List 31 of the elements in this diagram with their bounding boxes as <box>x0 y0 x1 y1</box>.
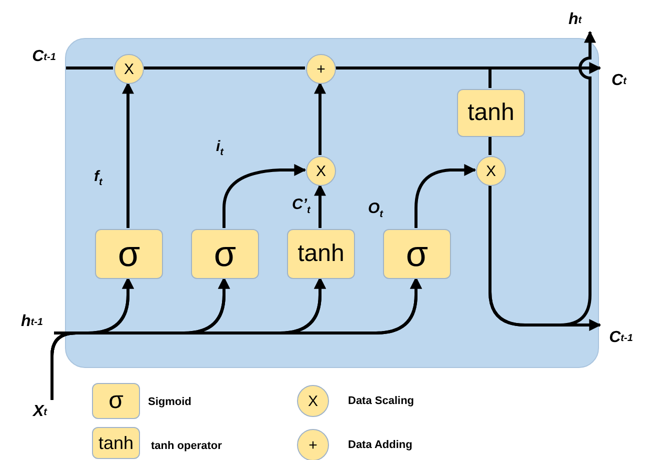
operator-circle: X <box>114 54 144 84</box>
edge-label: O$_{t}$ <box>366 200 386 220</box>
arrow <box>122 82 134 228</box>
connector-line <box>488 136 492 155</box>
operator-circle: X <box>306 156 336 186</box>
arrow <box>222 164 306 228</box>
activation-box: σ <box>95 229 163 279</box>
arrow <box>414 164 476 228</box>
operator-circle: + <box>306 54 336 84</box>
legend-text: Sigmoid <box>148 396 192 408</box>
connector-line <box>66 66 113 70</box>
arrow <box>314 82 326 155</box>
legend-text: tanh operator <box>151 440 222 452</box>
edge-label: C’$_{t}$ <box>290 196 312 216</box>
activation-box: σ <box>191 229 259 279</box>
connector-line <box>335 66 492 88</box>
activation-box: tanh <box>457 89 525 137</box>
connector-line <box>143 66 305 70</box>
activation-box: σ <box>92 383 140 419</box>
arrow <box>314 184 326 228</box>
legend-text: Data Adding <box>348 439 412 451</box>
edge-label: i$_{t}$ <box>214 138 226 158</box>
operator-circle: X <box>476 156 506 186</box>
activation-box: tanh <box>287 229 355 279</box>
activation-box: tanh <box>92 427 140 459</box>
lstm-cell-box <box>65 38 599 368</box>
edge-label: f$_{t}$ <box>92 168 104 188</box>
legend-text: Data Scaling <box>348 395 414 407</box>
activation-box: σ <box>383 229 451 279</box>
operator-circle: X <box>297 385 329 417</box>
operator-circle: + <box>297 429 329 460</box>
